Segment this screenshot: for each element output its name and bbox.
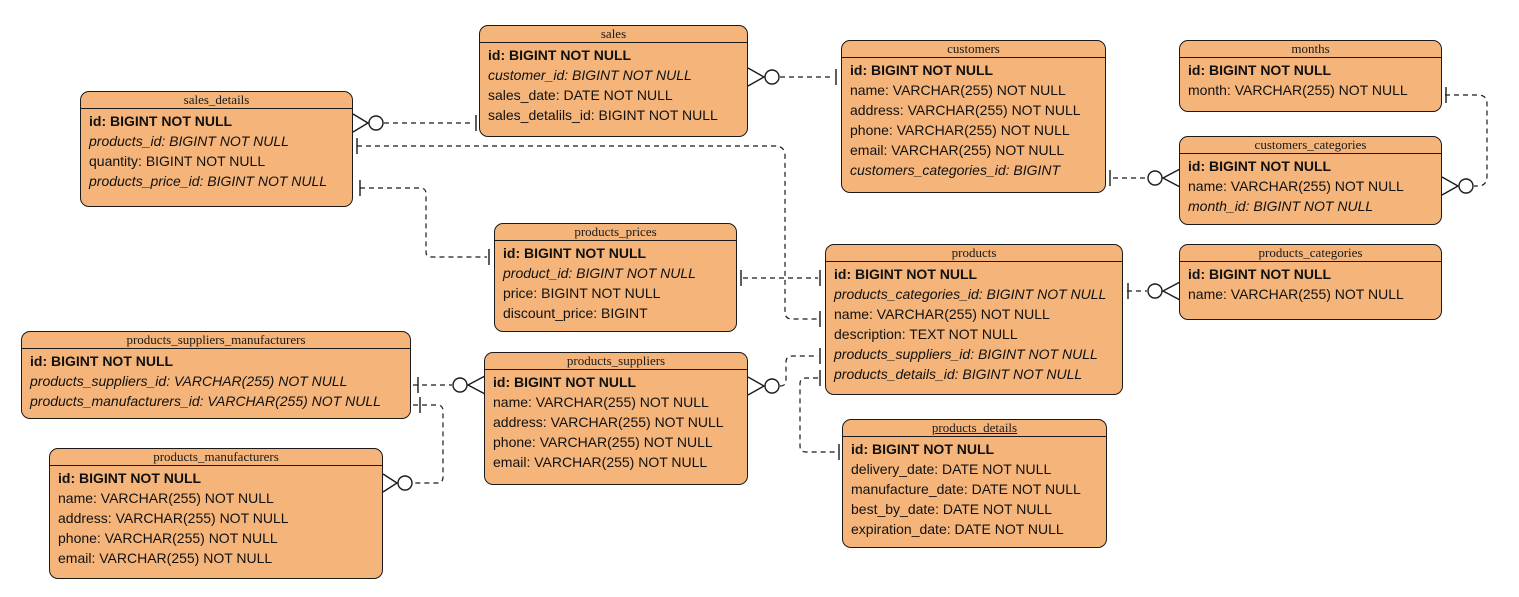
entity-title: sales <box>480 26 747 43</box>
entity-title: customers <box>842 41 1105 58</box>
field-row: best_by_date: DATE NOT NULL <box>851 501 1053 517</box>
field-row: month_id: BIGINT NOT NULL <box>1188 198 1374 214</box>
field-row: manufacture_date: DATE NOT NULL <box>851 481 1081 497</box>
field-row: products_details_id: BIGINT NOT NULL <box>834 366 1083 382</box>
field-row: product_id: BIGINT NOT NULL <box>503 265 696 281</box>
field-list: id: BIGINT NOT NULL name: VARCHAR(255) N… <box>1180 262 1441 304</box>
entity-products-suppliers-manufacturers[interactable]: products_suppliers_manufacturers id: BIG… <box>21 331 411 419</box>
entity-title: products_manufacturers <box>50 449 382 466</box>
entity-products-prices[interactable]: products_prices id: BIGINT NOT NULL prod… <box>494 223 737 332</box>
field-row: discount_price: BIGINT <box>503 305 648 321</box>
field-row: id: BIGINT NOT NULL <box>30 353 174 369</box>
field-row: id: BIGINT NOT NULL <box>851 441 995 457</box>
field-row: id: BIGINT NOT NULL <box>1188 62 1332 78</box>
field-row: month: VARCHAR(255) NOT NULL <box>1188 82 1408 98</box>
entity-products-details[interactable]: products_details id: BIGINT NOT NULL del… <box>842 419 1107 548</box>
field-row: address: VARCHAR(255) NOT NULL <box>850 102 1081 118</box>
connector-months-customers-categories[interactable] <box>1441 87 1488 196</box>
field-row: customer_id: BIGINT NOT NULL <box>488 67 692 83</box>
connector-products-suppliers-products[interactable] <box>747 348 821 396</box>
field-row: delivery_date: DATE NOT NULL <box>851 461 1052 477</box>
field-row: id: BIGINT NOT NULL <box>58 470 202 486</box>
field-row: id: BIGINT NOT NULL <box>1188 266 1332 282</box>
field-row: address: VARCHAR(255) NOT NULL <box>58 510 289 526</box>
entity-title: products_suppliers <box>485 353 747 370</box>
connector-sales-details-products-prices[interactable] <box>359 180 490 265</box>
field-list: id: BIGINT NOT NULL products_suppliers_i… <box>22 349 410 411</box>
field-row: id: BIGINT NOT NULL <box>503 245 647 261</box>
field-row: products_price_id: BIGINT NOT NULL <box>89 173 328 189</box>
field-row: description: TEXT NOT NULL <box>834 326 1018 342</box>
entity-title: customers_categories <box>1180 137 1441 154</box>
field-row: id: BIGINT NOT NULL <box>1188 158 1332 174</box>
entity-title: products_categories <box>1180 245 1441 262</box>
field-list: id: BIGINT NOT NULL delivery_date: DATE … <box>843 437 1106 539</box>
field-list: id: BIGINT NOT NULL name: VARCHAR(255) N… <box>485 370 747 472</box>
entity-products[interactable]: products id: BIGINT NOT NULL products_ca… <box>825 244 1123 395</box>
connector-products-products-categories[interactable] <box>1127 281 1181 301</box>
field-row: products_categories_id: BIGINT NOT NULL <box>834 286 1107 302</box>
entity-title: products <box>826 245 1122 262</box>
connector-sales-customers[interactable] <box>747 67 837 87</box>
connector-psm-products-suppliers[interactable] <box>413 375 486 395</box>
field-row: sales_detalils_id: BIGINT NOT NULL <box>488 107 718 123</box>
connector-products-products-details[interactable] <box>799 370 840 460</box>
field-row: products_id: BIGINT NOT NULL <box>89 133 289 149</box>
field-row: email: VARCHAR(255) NOT NULL <box>58 550 273 566</box>
field-list: id: BIGINT NOT NULL products_id: BIGINT … <box>81 109 352 191</box>
field-row: products_suppliers_id: VARCHAR(255) NOT … <box>30 373 348 389</box>
field-row: products_suppliers_id: BIGINT NOT NULL <box>834 346 1098 362</box>
field-row: customers_categories_id: BIGINT <box>850 162 1061 178</box>
field-row: id: BIGINT NOT NULL <box>488 47 632 63</box>
field-list: id: BIGINT NOT NULL month: VARCHAR(255) … <box>1180 58 1441 100</box>
entity-customers-categories[interactable]: customers_categories id: BIGINT NOT NULL… <box>1179 136 1442 225</box>
entity-products-suppliers[interactable]: products_suppliers id: BIGINT NOT NULL n… <box>484 352 748 485</box>
field-row: name: VARCHAR(255) NOT NULL <box>850 82 1066 98</box>
connector-psm-products-manufacturers[interactable] <box>382 397 444 493</box>
entity-title: months <box>1180 41 1441 58</box>
entity-customers[interactable]: customers id: BIGINT NOT NULL name: VARC… <box>841 40 1106 193</box>
entity-title: products_suppliers_manufacturers <box>22 332 410 349</box>
field-row: price: BIGINT NOT NULL <box>503 285 661 301</box>
field-list: id: BIGINT NOT NULL name: VARCHAR(255) N… <box>842 58 1105 180</box>
field-row: products_manufacturers_id: VARCHAR(255) … <box>30 393 381 409</box>
field-row: name: VARCHAR(255) NOT NULL <box>1188 178 1404 194</box>
entity-title: sales_details <box>81 92 352 109</box>
field-list: id: BIGINT NOT NULL name: VARCHAR(255) N… <box>50 466 382 568</box>
entity-sales[interactable]: sales id: BIGINT NOT NULL customer_id: B… <box>479 25 748 137</box>
connector-sales-details-products[interactable] <box>356 138 821 327</box>
field-row: sales_date: DATE NOT NULL <box>488 87 673 103</box>
connector-products-prices-products[interactable] <box>740 270 821 286</box>
field-row: phone: VARCHAR(255) NOT NULL <box>850 122 1070 138</box>
field-row: name: VARCHAR(255) NOT NULL <box>58 490 274 506</box>
field-row: id: BIGINT NOT NULL <box>89 113 233 129</box>
field-row: address: VARCHAR(255) NOT NULL <box>493 414 724 430</box>
field-row: name: VARCHAR(255) NOT NULL <box>834 306 1050 322</box>
field-row: quantity: BIGINT NOT NULL <box>89 153 266 169</box>
field-row: id: BIGINT NOT NULL <box>834 266 978 282</box>
entity-months[interactable]: months id: BIGINT NOT NULL month: VARCHA… <box>1179 40 1442 112</box>
entity-title: products_prices <box>495 224 736 241</box>
field-row: email: VARCHAR(255) NOT NULL <box>493 454 708 470</box>
connector-sales-details-sales[interactable] <box>352 113 477 133</box>
field-row: phone: VARCHAR(255) NOT NULL <box>58 530 278 546</box>
field-row: name: VARCHAR(255) NOT NULL <box>1188 286 1404 302</box>
field-row: phone: VARCHAR(255) NOT NULL <box>493 434 713 450</box>
field-row: id: BIGINT NOT NULL <box>850 62 994 78</box>
entity-products-manufacturers[interactable]: products_manufacturers id: BIGINT NOT NU… <box>49 448 383 579</box>
field-list: id: BIGINT NOT NULL product_id: BIGINT N… <box>495 241 736 323</box>
field-row: name: VARCHAR(255) NOT NULL <box>493 394 709 410</box>
entity-title: products_details <box>843 420 1106 437</box>
field-row: expiration_date: DATE NOT NULL <box>851 521 1064 537</box>
field-list: id: BIGINT NOT NULL customer_id: BIGINT … <box>480 43 747 125</box>
field-list: id: BIGINT NOT NULL products_categories_… <box>826 262 1122 384</box>
field-list: id: BIGINT NOT NULL name: VARCHAR(255) N… <box>1180 154 1441 216</box>
connector-customers-customers-categories[interactable] <box>1109 168 1181 188</box>
field-row: id: BIGINT NOT NULL <box>493 374 637 390</box>
entity-products-categories[interactable]: products_categories id: BIGINT NOT NULL … <box>1179 244 1442 320</box>
field-row: email: VARCHAR(255) NOT NULL <box>850 142 1065 158</box>
entity-sales-details[interactable]: sales_details id: BIGINT NOT NULL produc… <box>80 91 353 207</box>
